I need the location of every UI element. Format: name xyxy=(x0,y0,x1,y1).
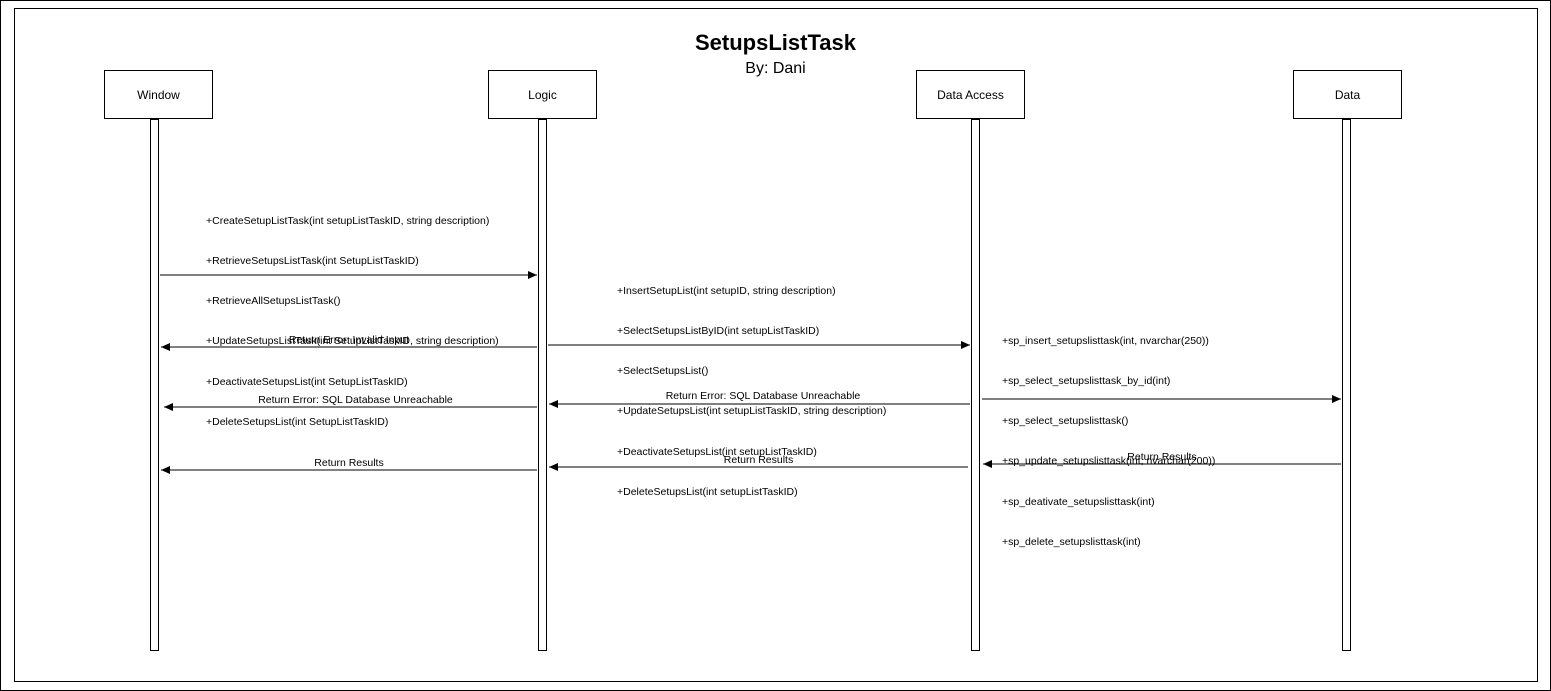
actor-data: Data xyxy=(1293,70,1402,119)
message-line: +SelectSetupsList() xyxy=(617,365,709,378)
message-line: +CreateSetupListTask(int setupListTaskID… xyxy=(206,214,490,227)
message-line: +sp_delete_setupslisttask(int) xyxy=(1002,535,1141,548)
message-line: +sp_deativate_setupslisttask(int) xyxy=(1002,495,1155,508)
message-line: +SelectSetupsListByID(int setupListTaskI… xyxy=(617,325,820,338)
label-results-to-window: Return Results xyxy=(314,457,384,469)
message-line: +UpdateSetupsListTask(int SetupListTaskI… xyxy=(206,335,499,348)
message-block-logic-to-data-access: +InsertSetupList(int setupID, string des… xyxy=(617,258,886,513)
label-invalid-input: Return Error: Invalid Input xyxy=(288,334,410,346)
message-line: +DeactivateSetupsList(int SetupListTaskI… xyxy=(206,375,408,388)
message-line: +sp_insert_setupslisttask(int, nvarchar(… xyxy=(1002,334,1209,347)
diagram-canvas xyxy=(14,8,1538,682)
actor-data-access: Data Access xyxy=(916,70,1025,119)
message-line: +sp_select_setupslisttask() xyxy=(1002,415,1129,428)
lifeline-data xyxy=(1342,119,1351,651)
diagram-title: SetupsListTask xyxy=(695,30,856,55)
message-line: +DeleteSetupsList(int SetupListTaskID) xyxy=(206,415,389,428)
lifeline-window xyxy=(150,119,159,651)
message-line: +UpdateSetupsList(int setupListTaskID, s… xyxy=(617,405,887,418)
actor-data-label: Data xyxy=(1334,87,1361,102)
message-line: +sp_update_setupslisttask(int, nvarchar(… xyxy=(1002,455,1216,468)
message-line: +RetrieveSetupsListTask(int SetupListTas… xyxy=(206,255,419,268)
lifeline-data-access xyxy=(971,119,980,651)
label-sql-unreachable-to-logic: Return Error: SQL Database Unreachable xyxy=(665,390,861,402)
message-line: +sp_select_setupslisttask_by_id(int) xyxy=(1002,375,1171,388)
lifeline-logic xyxy=(538,119,547,651)
actor-logic-label: Logic xyxy=(528,87,557,102)
message-line: +InsertSetupList(int setupID, string des… xyxy=(617,284,836,297)
message-block-data-access-to-data: +sp_insert_setupslisttask(int, nvarchar(… xyxy=(1002,308,1215,563)
actor-window-label: Window xyxy=(137,87,180,102)
label-results-to-logic: Return Results xyxy=(723,454,794,466)
actor-window: Window xyxy=(104,70,213,119)
actor-data-access-label: Data Access xyxy=(937,87,1004,102)
label-results-to-data-access: Return Results xyxy=(1127,451,1197,463)
actor-logic: Logic xyxy=(488,70,597,119)
diagram-subtitle: By: Dani xyxy=(745,60,806,77)
message-block-window-to-logic: +CreateSetupListTask(int setupListTaskID… xyxy=(206,188,499,443)
message-line: +DeactivateSetupsList(int setupListTaskI… xyxy=(617,445,817,458)
message-line: +RetrieveAllSetupsListTask() xyxy=(206,295,341,308)
label-sql-unreachable-to-window: Return Error: SQL Database Unreachable xyxy=(258,394,453,406)
message-line: +DeleteSetupsList(int setupListTaskID) xyxy=(617,485,798,498)
